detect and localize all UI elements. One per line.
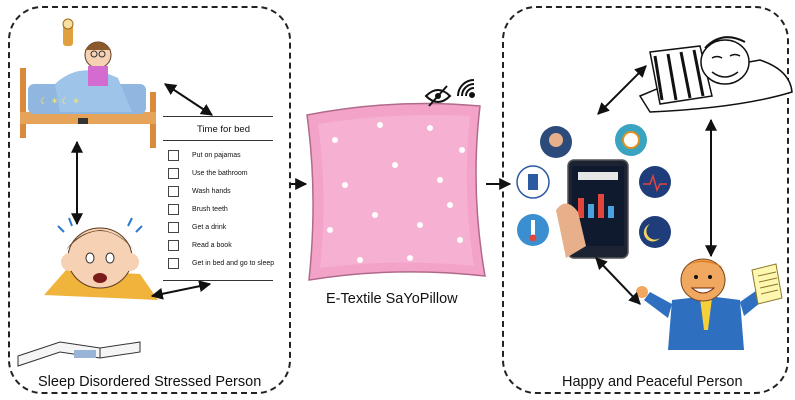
arrow-phone-to-sleeping <box>597 65 647 115</box>
checklist-item: Get a drink <box>168 222 276 236</box>
arrows <box>71 65 717 305</box>
arrow-phone-to-happy <box>595 257 641 305</box>
left-panel-caption: Sleep Disordered Stressed Person <box>38 374 262 390</box>
checkbox-icon <box>168 186 179 197</box>
checklist-item: Use the bathroom <box>168 168 276 182</box>
checklist-top-rule <box>163 116 273 117</box>
left-panel <box>8 6 291 394</box>
phone-app-illustration <box>516 124 671 259</box>
checklist-item: Read a book <box>168 240 276 254</box>
checkbox-icon <box>168 240 179 251</box>
checkbox-icon <box>168 204 179 215</box>
arrow-stressed-to-checklist <box>150 280 212 300</box>
pillow-illustration <box>306 102 486 281</box>
checkbox-icon <box>168 258 179 269</box>
checklist-title-rule <box>163 140 273 141</box>
night-moon-icon <box>639 216 671 248</box>
bedtime-checklist: Time for bed Put on pajamas Use the bath… <box>163 116 276 282</box>
right-panel-caption: Happy and Peaceful Person <box>562 374 743 390</box>
sleeping-man-illustration <box>638 36 793 113</box>
checkbox-icon <box>168 168 179 179</box>
eye-slash-icon <box>424 85 452 107</box>
svg-text:☾ ✶ ☾ ✶: ☾ ✶ ☾ ✶ <box>40 97 80 107</box>
checkbox-icon <box>168 222 179 233</box>
kid-in-bed-illustration: ☾ ✶ ☾ ✶ <box>20 18 156 148</box>
stressed-person-illustration <box>17 217 158 367</box>
wifi-icon <box>457 79 475 98</box>
checklist-title: Time for bed <box>197 124 250 135</box>
checklist-item: Wash hands <box>168 186 276 200</box>
right-panel <box>502 6 789 394</box>
checklist-bottom-rule <box>163 280 273 281</box>
pillow-caption: E-Textile SaYoPillow <box>326 291 458 307</box>
checkbox-icon <box>168 150 179 161</box>
checklist-item: Get in bed and go to sleep <box>168 258 276 272</box>
happy-person-illustration <box>636 258 783 350</box>
checklist-item: Put on pajamas <box>168 150 276 164</box>
checklist-item: Brush teeth <box>168 204 276 218</box>
arrow-bed-to-checklist <box>163 83 214 116</box>
